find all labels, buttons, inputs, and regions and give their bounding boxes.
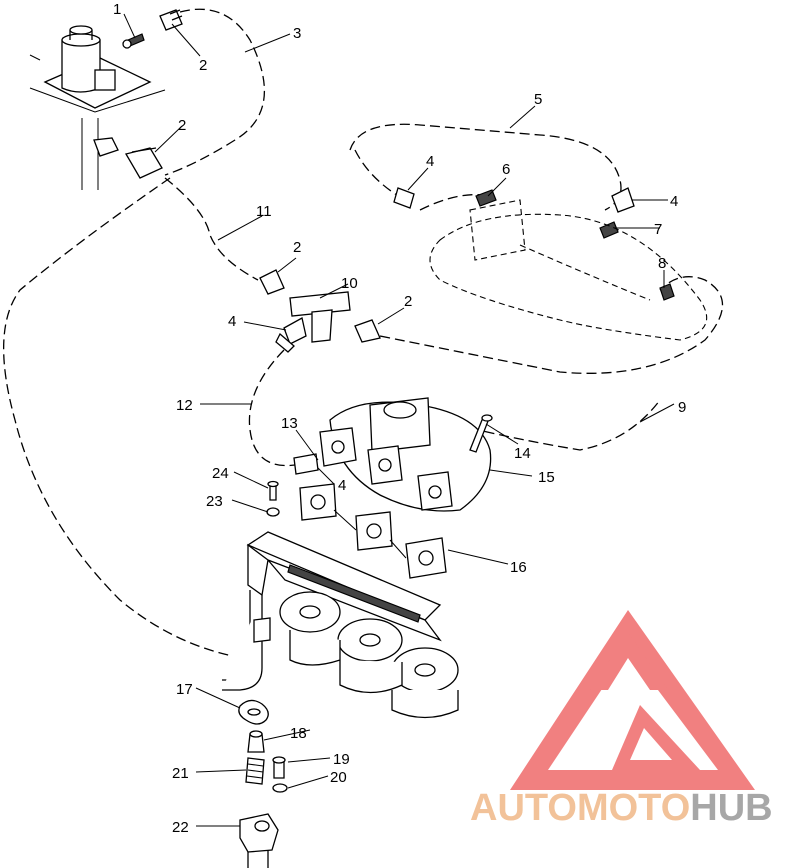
callout-21: 21 xyxy=(172,765,189,782)
housing-22 xyxy=(239,813,279,868)
fitting-4-tee xyxy=(275,317,307,353)
fitting-13 xyxy=(293,453,319,475)
return-hose xyxy=(3,177,256,661)
bolt-14 xyxy=(469,414,493,453)
callout-2: 2 xyxy=(404,293,412,310)
callout-19: 19 xyxy=(333,751,350,768)
callout-12: 12 xyxy=(176,397,193,414)
callout-1: 1 xyxy=(113,1,121,18)
callout-4: 4 xyxy=(228,313,236,330)
callout-23: 23 xyxy=(206,493,223,510)
callout-20: 20 xyxy=(330,769,347,786)
watermark-part-1: AUTOMOTO xyxy=(470,787,690,829)
washer-20 xyxy=(272,783,288,793)
callout-2: 2 xyxy=(293,239,301,256)
callout-15: 15 xyxy=(538,469,555,486)
callout-17: 17 xyxy=(176,681,193,698)
callout-14: 14 xyxy=(514,445,531,462)
fitting-4-right xyxy=(611,187,635,213)
cylinder-head xyxy=(246,531,459,719)
callout-22: 22 xyxy=(172,819,189,836)
callout-4: 4 xyxy=(338,477,346,494)
fitting-8 xyxy=(659,283,675,301)
hose-12 xyxy=(248,349,296,467)
callout-16: 16 xyxy=(510,559,527,576)
callout-3: 3 xyxy=(293,25,301,42)
bolt-19 xyxy=(272,756,286,779)
exhaust-outline xyxy=(429,199,708,341)
hose-3 xyxy=(164,8,266,176)
callout-7: 7 xyxy=(654,221,662,238)
fitting-7 xyxy=(599,221,619,239)
hose-11 xyxy=(164,177,259,281)
callout-11: 11 xyxy=(256,203,272,220)
callout-18: 18 xyxy=(290,725,307,742)
clamp-2-hose-11 xyxy=(259,269,285,295)
hose-9-lower xyxy=(469,399,661,451)
hose-5 xyxy=(349,123,622,211)
hose-9 xyxy=(379,276,724,374)
tee-fitting-10 xyxy=(289,291,351,343)
watermark-logo xyxy=(510,610,755,790)
clamp-2-left xyxy=(93,137,163,179)
clamp-2-top xyxy=(159,9,183,31)
washer-23 xyxy=(266,507,280,517)
callout-labels: 1 2 3 2 5 4 6 4 7 11 2 8 10 2 4 12 9 13 … xyxy=(113,1,686,836)
callout-24: 24 xyxy=(212,465,229,482)
fitting-4-hose-5 xyxy=(393,187,415,209)
coolant-tank xyxy=(29,25,166,190)
callout-8: 8 xyxy=(658,255,666,272)
thermostat-18 xyxy=(247,730,265,753)
leader-lines xyxy=(123,13,675,827)
spring-21 xyxy=(245,757,265,785)
fitting-6 xyxy=(475,189,497,207)
svg-text:AUTOMOTOHUB: AUTOMOTOHUB xyxy=(470,787,773,829)
exhaust-manifold-15 xyxy=(319,397,492,512)
outlet-pipe xyxy=(222,590,271,691)
callout-6: 6 xyxy=(502,161,510,178)
callout-10: 10 xyxy=(341,275,358,292)
gaskets-16 xyxy=(299,483,447,579)
gasket-17 xyxy=(238,699,269,725)
callout-2: 2 xyxy=(178,117,186,134)
fitting-1 xyxy=(122,33,145,49)
callout-4: 4 xyxy=(670,193,678,210)
callout-9: 9 xyxy=(678,399,686,416)
watermark-text: AUTOMOTOHUB xyxy=(470,787,773,829)
callout-5: 5 xyxy=(534,91,542,108)
screw-24 xyxy=(267,480,279,501)
callout-13: 13 xyxy=(281,415,298,432)
callout-2: 2 xyxy=(199,57,207,74)
clamp-2-right xyxy=(354,319,381,343)
watermark-part-2: HUB xyxy=(690,787,772,829)
callout-4: 4 xyxy=(426,153,434,170)
